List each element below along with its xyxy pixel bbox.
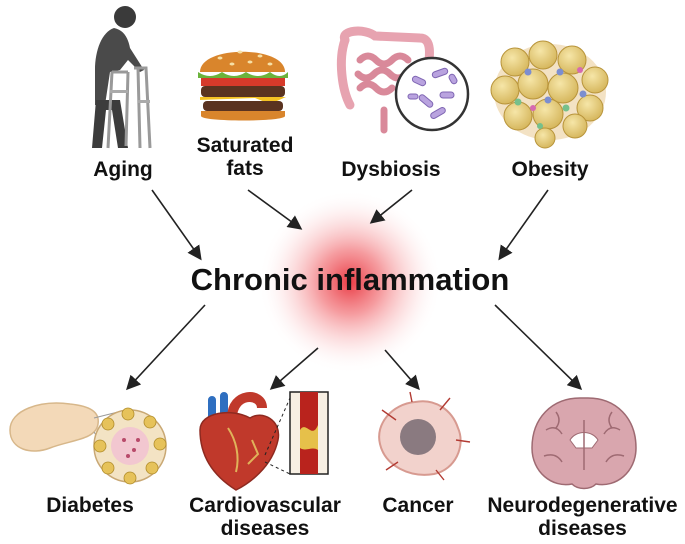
inflammation-glow [258, 190, 442, 374]
intestine-bacteria-icon [336, 26, 470, 134]
outcome-label-cardiovascular-line2: diseases [220, 517, 310, 540]
heart-artery-icon [199, 391, 329, 491]
arrows-in [151, 189, 549, 261]
arrow-neuro [494, 304, 583, 391]
arrow-cancer [384, 349, 420, 391]
chronic-inflammation-label: Chronic inflammation [190, 262, 510, 297]
outcome-label-cardiovascular: Cardiovascular diseases [185, 494, 345, 540]
burger-icon [198, 50, 288, 121]
outcome-label-neuro: Neurodegenerative diseases [485, 494, 680, 540]
outcome-label-neuro-line1: Neurodegenerative [487, 494, 678, 517]
brain-section-icon [531, 397, 637, 490]
cause-label-dysbiosis: Dysbiosis [341, 158, 441, 181]
arrow-diabetes [126, 304, 206, 391]
arrows-out [126, 304, 583, 391]
outcome-label-diabetes: Diabetes [46, 494, 134, 517]
pancreas-islet-icon [9, 402, 167, 485]
arrow-obesity [498, 189, 549, 261]
arrow-cardiovascular [269, 347, 319, 390]
tumor-cell-icon [378, 391, 471, 481]
elderly-walker-icon [92, 6, 152, 149]
arrow-aging [151, 189, 202, 261]
arrow-dysbiosis [369, 189, 413, 224]
outcome-label-cancer: Cancer [382, 494, 454, 517]
adipose-tissue-icon [490, 40, 609, 149]
cause-label-saturated-fats-line2: fats [226, 157, 264, 180]
outcome-label-cardiovascular-line1: Cardiovascular [189, 494, 341, 517]
outcome-label-neuro-line2: diseases [538, 517, 627, 540]
cause-label-saturated-fats: Saturated fats [190, 134, 300, 180]
arrow-saturated-fats [247, 189, 303, 230]
cause-label-obesity: Obesity [511, 158, 589, 181]
cause-label-saturated-fats-line1: Saturated [196, 134, 294, 157]
cause-label-aging: Aging [93, 158, 153, 181]
